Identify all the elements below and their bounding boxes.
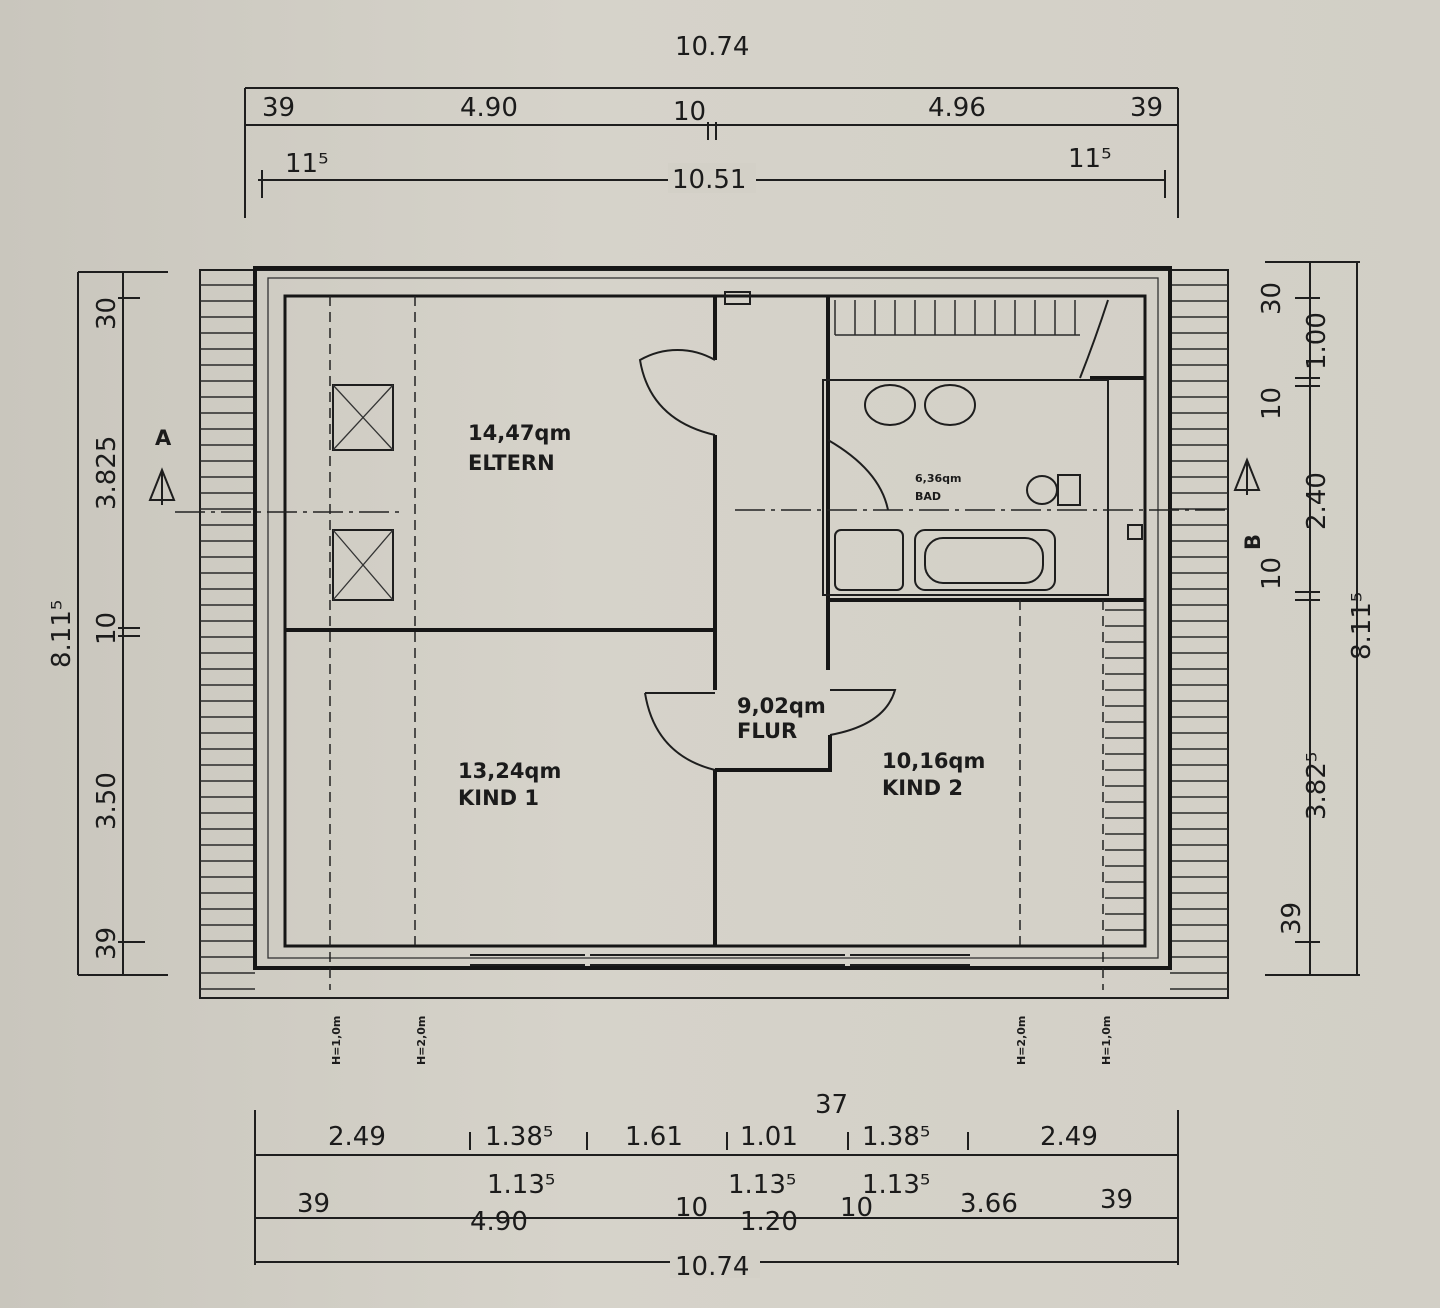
bottom-dimensions: 37 2.49 1.38⁵ 1.61 1.01 1.38⁵ 2.49 1.13⁵… [254,1090,1179,1282]
dim-bottom-overall: 10.74 [675,1252,749,1282]
dim-b3-5: 3.66 [960,1189,1018,1219]
dim-b1-4: 1.38⁵ [862,1122,930,1152]
dim-bottom-top: 37 [815,1090,848,1120]
roof-window-2 [332,529,394,601]
dim-top-right-offset: 11⁵ [1068,144,1112,174]
building [175,266,1229,999]
dim-b3-1: 4.90 [470,1207,528,1237]
dim-top-left-edge: 39 [262,93,295,123]
section-mark-a: A [148,426,176,505]
dim-b1-3: 1.01 [740,1122,798,1152]
dim-b2-0: 1.13⁵ [487,1170,555,1200]
dim-b1-0: 2.49 [328,1122,386,1152]
dim-overall-top: 10.74 [675,32,749,62]
dim-right-3: 10 [1257,387,1287,420]
height-label-1: H=1,0m [330,1016,343,1065]
dim-top-mid: 10 [673,97,706,127]
dim-left-4: 3.50 [92,772,122,830]
right-dimensions: 30 1.00 10 2.40 10 3.82⁵ 39 8.11⁵ [1257,261,1377,976]
dim-right-total: 8.11⁵ [1347,592,1377,660]
dim-b3-4: 10 [840,1193,873,1223]
dim-b1-5: 2.49 [1040,1122,1098,1152]
dim-top-inner: 10.51 [672,165,746,195]
dim-right-6: 3.82⁵ [1302,752,1332,820]
room-bad-name: BAD [915,490,941,503]
top-dimensions: 10.74 39 4.90 10 4.96 39 11⁵ 11⁵ 10.51 [244,32,1179,218]
dim-b2-1: 1.13⁵ [728,1170,796,1200]
dim-left-2: 3.825 [92,436,122,510]
dim-b3-0: 39 [297,1189,330,1219]
dim-right-4: 2.40 [1302,472,1332,530]
dim-b1-1: 1.38⁵ [485,1122,553,1152]
height-label-4: H=1,0m [1100,1016,1113,1065]
roof-window-1 [332,384,394,451]
dim-left-5: 39 [92,927,122,960]
dim-b3-6: 39 [1100,1185,1133,1215]
room-flur-area: 9,02qm [737,694,826,718]
dim-top-right-room: 4.96 [928,93,986,123]
dim-top-right-edge: 39 [1130,93,1163,123]
dim-left-1: 30 [92,297,122,330]
dim-right-7: 39 [1277,902,1307,935]
section-a-label: A [155,426,172,450]
dim-b2-2: 1.13⁵ [862,1170,930,1200]
dim-left-total: 8.11⁵ [47,600,77,668]
height-label-3: H=2,0m [1015,1016,1028,1065]
dim-right-1: 30 [1257,282,1287,315]
left-dimensions: 8.11⁵ 30 3.825 10 3.50 39 [47,271,168,976]
dim-right-2: 1.00 [1302,312,1332,370]
section-mark-b: B [1233,457,1265,550]
room-flur-name: FLUR [737,719,797,743]
dim-left-3: 10 [92,612,122,645]
dim-b3-2: 10 [675,1193,708,1223]
room-kind2-name: KIND 2 [882,776,963,800]
height-label-2: H=2,0m [415,1016,428,1065]
dim-top-left-offset: 11⁵ [285,149,329,179]
dim-top-left-room: 4.90 [460,93,518,123]
room-kind1-name: KIND 1 [458,786,539,810]
room-bad-area: 6,36qm [915,472,961,485]
section-b-label: B [1241,534,1265,550]
dim-b3-3: 1.20 [740,1207,798,1237]
dim-right-5: 10 [1257,557,1287,590]
room-kind2-area: 10,16qm [882,749,985,773]
room-eltern-area: 14,47qm [468,421,571,445]
room-kind1-area: 13,24qm [458,759,561,783]
room-eltern-name: ELTERN [468,451,555,475]
dim-b1-2: 1.61 [625,1122,683,1152]
